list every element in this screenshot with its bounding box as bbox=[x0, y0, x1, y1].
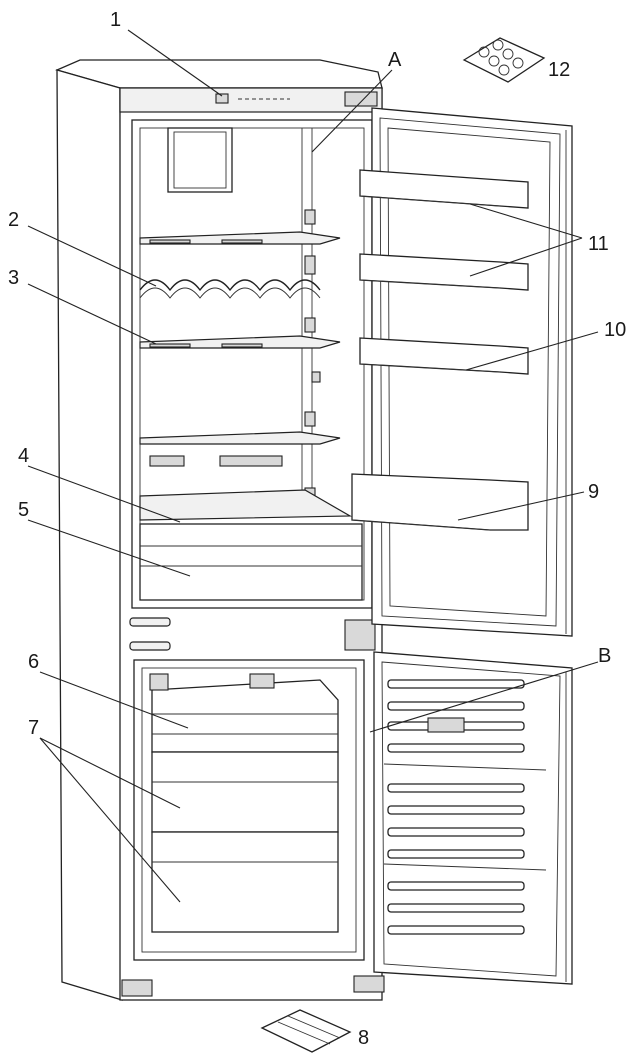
callout-5: 5 bbox=[18, 499, 29, 521]
leader-lines bbox=[27, 29, 599, 903]
callout-6: 6 bbox=[28, 651, 39, 673]
callout-1: 1 bbox=[110, 9, 121, 31]
door-shelves bbox=[351, 169, 529, 531]
crisper-drawer bbox=[139, 523, 363, 601]
cabinet bbox=[55, 59, 385, 1001]
control-panel bbox=[119, 87, 383, 113]
callout-10: 10 bbox=[604, 319, 626, 341]
callout-4: 4 bbox=[18, 445, 29, 467]
fridge-door bbox=[351, 107, 573, 637]
callout-11: 11 bbox=[588, 233, 609, 255]
callout-3: 3 bbox=[8, 267, 19, 289]
freezer-door-slats bbox=[383, 679, 547, 935]
wine-rack bbox=[139, 279, 321, 292]
ice-tray-bottom bbox=[260, 1009, 352, 1053]
callout-9: 9 bbox=[588, 481, 599, 503]
callout-7: 7 bbox=[28, 717, 39, 739]
callout-2: 2 bbox=[8, 209, 19, 231]
callout-8: 8 bbox=[358, 1027, 369, 1049]
crisper-cover bbox=[139, 489, 353, 521]
callout-B: B bbox=[598, 645, 611, 667]
callout-A: A bbox=[388, 49, 402, 71]
freezer-door bbox=[373, 651, 573, 985]
freezer-drawers bbox=[149, 673, 339, 933]
callout-labels: 1 A 12 2 11 3 10 4 9 5 6 B 7 8 bbox=[8, 9, 626, 1049]
callout-12: 12 bbox=[548, 59, 570, 81]
egg-tray-top bbox=[462, 37, 546, 83]
glass-shelves bbox=[139, 231, 341, 445]
